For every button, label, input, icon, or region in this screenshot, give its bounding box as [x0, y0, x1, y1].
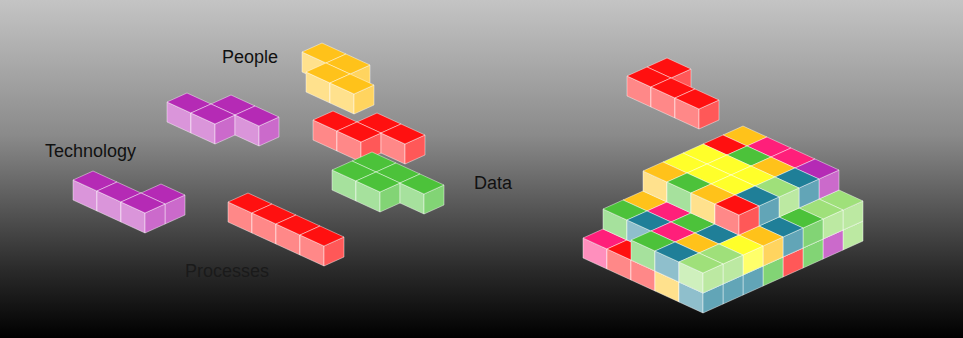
cube-face [675, 89, 719, 109]
cube-face [191, 104, 235, 124]
cube-face [715, 195, 759, 215]
cube-face [679, 253, 723, 273]
cube-face [330, 74, 374, 94]
cube-face [381, 124, 425, 144]
cube-face [400, 174, 444, 194]
cube-face [337, 122, 381, 142]
category-label: Processes [185, 260, 269, 282]
cube-face [121, 193, 165, 213]
cube-face [300, 226, 344, 246]
cube-face [356, 172, 400, 192]
category-label: Data [474, 172, 512, 194]
category-label: Technology [45, 140, 136, 162]
cube-face [235, 106, 279, 126]
category-label: People [222, 46, 278, 68]
